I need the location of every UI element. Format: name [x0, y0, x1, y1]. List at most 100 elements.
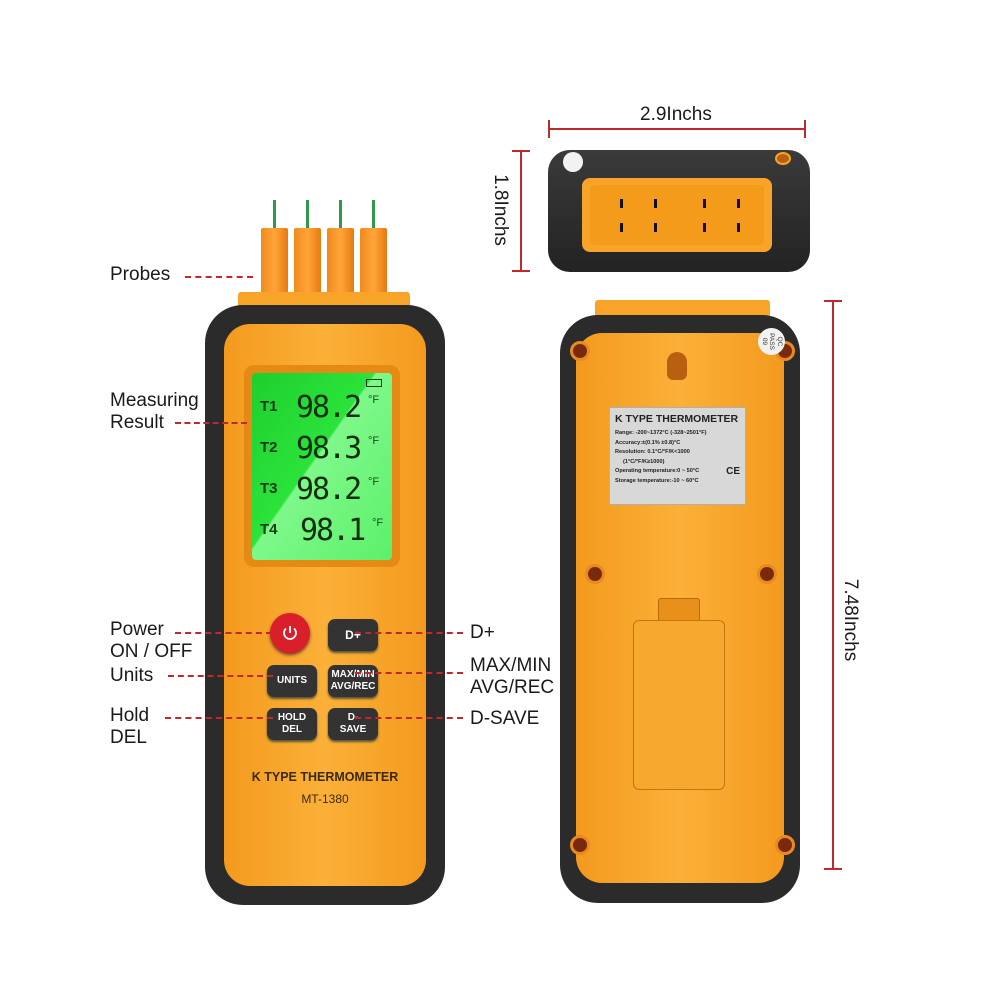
reading-value: 98.2 [296, 390, 362, 425]
callout-del: DEL [110, 727, 147, 748]
dimension-cap [824, 300, 842, 302]
callout-line [175, 422, 247, 424]
battery-icon [366, 379, 382, 387]
power-icon [283, 626, 297, 640]
callout-line [355, 717, 463, 719]
width-dimension-line [548, 128, 806, 130]
reading-value: 98.1 [300, 513, 366, 548]
probe-connector-3[interactable] [327, 228, 354, 296]
sticker-number: 09 [761, 337, 768, 346]
qc-pass-sticker: QC PASS 09 [758, 328, 785, 355]
dimension-cap [512, 150, 530, 152]
spec-accuracy: Accuracy:±(0.1% ±0.8)°C [615, 439, 681, 446]
callout-line [168, 675, 273, 677]
max-min-label: MAX/MIN [331, 669, 375, 680]
callout-line [165, 717, 273, 719]
avg-rec-label: AVG/REC [330, 681, 376, 692]
channel-label: T3 [260, 480, 278, 497]
reading-t4: T4 98.1 °F [260, 513, 392, 553]
spec-resolution-high: (1°C/°F/K≥1000) [623, 458, 665, 465]
callout-avg-rec: AVG/REC [470, 677, 555, 698]
probe-wire [306, 200, 309, 230]
del-label: DEL [282, 724, 302, 735]
channel-label: T1 [260, 398, 278, 415]
spec-label: K TYPE THERMOMETER Range: -200~1372°C (-… [609, 407, 746, 505]
device-model: MT-1380 [301, 792, 349, 806]
unit-label: °F [368, 394, 380, 406]
spec-range: Range: -200~1372°C (-328~2501°F) [615, 430, 707, 436]
d-label: D- [347, 712, 359, 723]
spec-resolution: Resolution: 0.1°C/°F/K<1000 [615, 449, 690, 455]
screw-icon [570, 341, 590, 361]
callout-units: Units [110, 665, 154, 686]
hanging-hole [667, 352, 687, 380]
top-hole [775, 152, 791, 165]
callout-line [355, 672, 463, 674]
socket-face [590, 185, 764, 245]
sticker-pass: PASS [768, 333, 776, 350]
ce-mark: CE [726, 466, 740, 477]
callout-power: Power [110, 619, 164, 640]
probe-connector-1[interactable] [261, 228, 288, 296]
screw-icon [757, 564, 777, 584]
sticker-qc: QC [776, 336, 783, 347]
battery-cover[interactable] [633, 620, 725, 790]
spec-operating-temp: Operating temperature:0 ~ 50°C [615, 468, 700, 474]
probe-connector-4[interactable] [360, 228, 387, 296]
screw-icon [775, 835, 795, 855]
device-title: K TYPE THERMOMETER [251, 770, 399, 784]
dimension-cap [804, 120, 806, 138]
screw-icon [570, 835, 590, 855]
hold-label: HOLD [277, 712, 307, 723]
callout-line [355, 632, 463, 634]
reading-value: 98.3 [296, 431, 362, 466]
probe-wire [339, 200, 342, 230]
screw-icon [585, 564, 605, 584]
height-label: 7.48Inchs [840, 578, 861, 662]
channel-label: T4 [260, 521, 278, 538]
callout-d-plus: D+ [470, 622, 495, 643]
unit-label: °F [368, 435, 380, 447]
callout-result: Result [110, 412, 164, 433]
callout-max-min: MAX/MIN [470, 655, 552, 676]
callout-hold: Hold [110, 705, 150, 726]
power-button[interactable] [270, 613, 310, 653]
dimension-cap [512, 270, 530, 272]
dimension-cap [548, 120, 550, 138]
save-label: SAVE [339, 724, 367, 735]
probe-connector-2[interactable] [294, 228, 321, 296]
reading-t1: T1 98.2 °F [260, 390, 392, 430]
callout-d-save: D-SAVE [470, 708, 540, 729]
channel-label: T2 [260, 439, 278, 456]
width-label: 2.9Inchs [640, 104, 712, 125]
callout-on-off: ON / OFF [110, 641, 193, 662]
callout-probes: Probes [110, 264, 171, 285]
callout-line [185, 276, 253, 278]
d-plus-button[interactable]: D+ [328, 619, 378, 651]
unit-label: °F [372, 517, 384, 529]
units-button[interactable]: UNITS [267, 665, 317, 697]
d-plus-label: D+ [345, 628, 361, 642]
probe-wire [273, 200, 276, 230]
probe-wire [372, 200, 375, 230]
depth-dimension-line [520, 150, 522, 272]
lcd-display: T1 98.2 °F T2 98.3 °F T3 98.2 °F T4 98.1… [252, 373, 392, 560]
spec-lines: Range: -200~1372°C (-328~2501°F) Accurac… [615, 429, 740, 486]
depth-label: 1.8Inchs [490, 174, 511, 246]
unit-label: °F [368, 476, 380, 488]
reading-t2: T2 98.3 °F [260, 431, 392, 471]
height-dimension-line [832, 300, 834, 870]
callout-line [175, 632, 272, 634]
spec-storage-temp: Storage temperature:-10 ~ 60°C [615, 477, 699, 484]
callout-measuring: Measuring [110, 390, 199, 411]
reading-t3: T3 98.2 °F [260, 472, 392, 512]
units-label: UNITS [277, 675, 307, 686]
qc-sticker-top [563, 152, 583, 172]
dimension-cap [824, 868, 842, 870]
spec-title: K TYPE THERMOMETER [615, 413, 739, 425]
reading-value: 98.2 [296, 472, 362, 507]
d-save-button[interactable]: D-SAVE [328, 708, 378, 740]
